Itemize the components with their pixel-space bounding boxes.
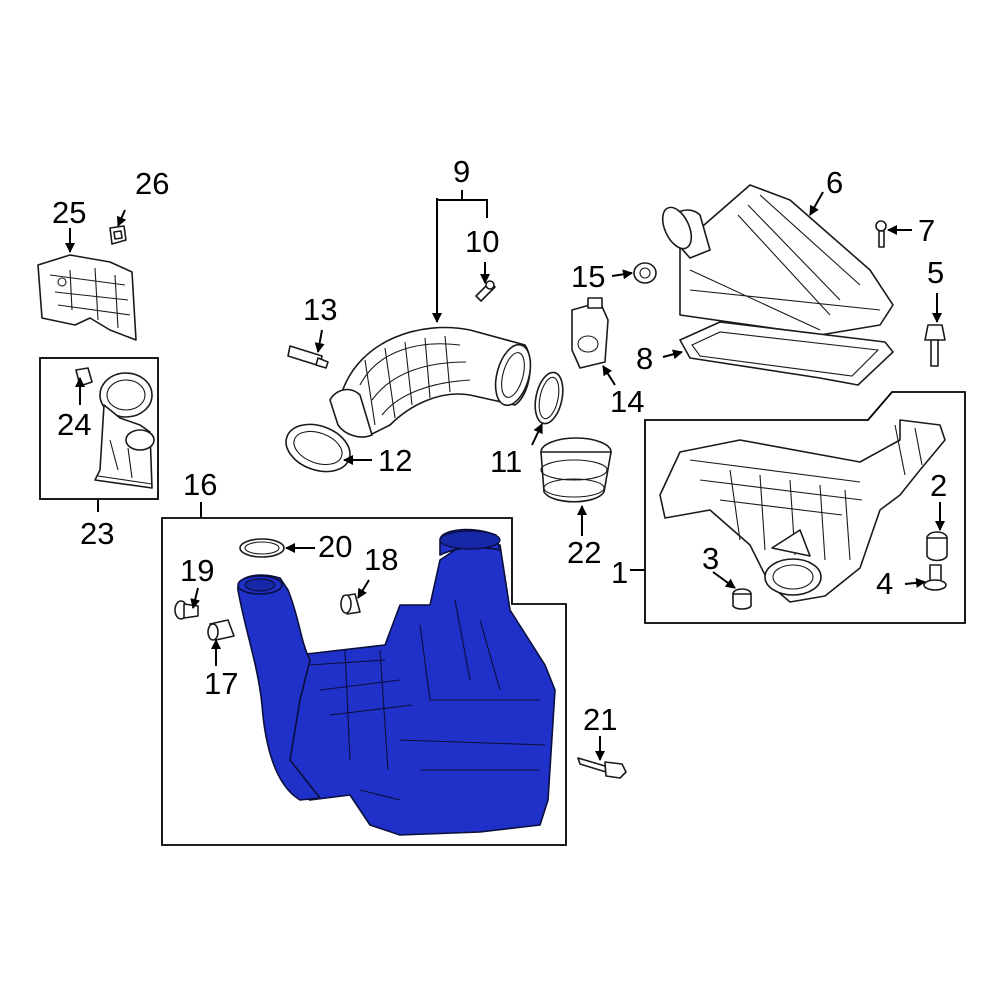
callout-2: 2 (930, 468, 947, 503)
screw-part (577, 757, 627, 779)
callout-24: 24 (57, 407, 91, 442)
callout-21: 21 (583, 702, 617, 737)
connector-part (571, 297, 609, 369)
callout-22: 22 (567, 535, 601, 570)
boot-part (540, 437, 612, 503)
mount-pin-part (923, 564, 947, 591)
group-box-23 (39, 357, 159, 500)
group-box-1 (644, 391, 966, 624)
intake-tube-part (329, 326, 532, 438)
air-filter-part (679, 321, 894, 386)
temp-sensor-part (287, 345, 329, 369)
callout-16: 16 (183, 467, 217, 502)
clip-part (109, 225, 127, 245)
callout-26: 26 (135, 166, 169, 201)
callout-4: 4 (876, 566, 893, 601)
callout-13: 13 (303, 292, 337, 327)
callout-1: 1 (611, 555, 628, 590)
bracket-part (37, 254, 137, 341)
resonator-part (237, 528, 556, 836)
callout-19: 19 (180, 553, 214, 588)
small-grommet-part (732, 588, 752, 610)
airbox-cover-part (661, 184, 894, 336)
collar-part (340, 593, 361, 615)
bolt-part (875, 220, 887, 248)
callout-5: 5 (927, 255, 944, 290)
callout-8: 8 (636, 341, 653, 376)
callout-11: 11 (490, 444, 522, 479)
callout-9: 9 (453, 154, 470, 189)
o-ring-part (534, 371, 564, 425)
callout-15: 15 (571, 259, 605, 294)
sensor-part (475, 280, 496, 302)
mount-grommet-part (926, 531, 948, 562)
callout-6: 6 (826, 165, 843, 200)
callout-7: 7 (918, 213, 935, 248)
callout-12: 12 (378, 443, 412, 478)
callout-10: 10 (465, 224, 499, 259)
callout-18: 18 (364, 542, 398, 577)
callout-14: 14 (610, 384, 644, 419)
callout-20: 20 (318, 529, 352, 564)
group-box-16 (161, 517, 567, 846)
spacer-collar-part (207, 619, 235, 641)
callout-17: 17 (204, 666, 238, 701)
airbox-lower-part (659, 419, 946, 603)
inlet-duct-part (75, 367, 155, 489)
callout-25: 25 (52, 195, 86, 230)
grommet-bolt-part (924, 324, 946, 367)
grommet-part (633, 262, 657, 284)
callout-3: 3 (702, 541, 719, 576)
callout-23: 23 (80, 516, 114, 551)
